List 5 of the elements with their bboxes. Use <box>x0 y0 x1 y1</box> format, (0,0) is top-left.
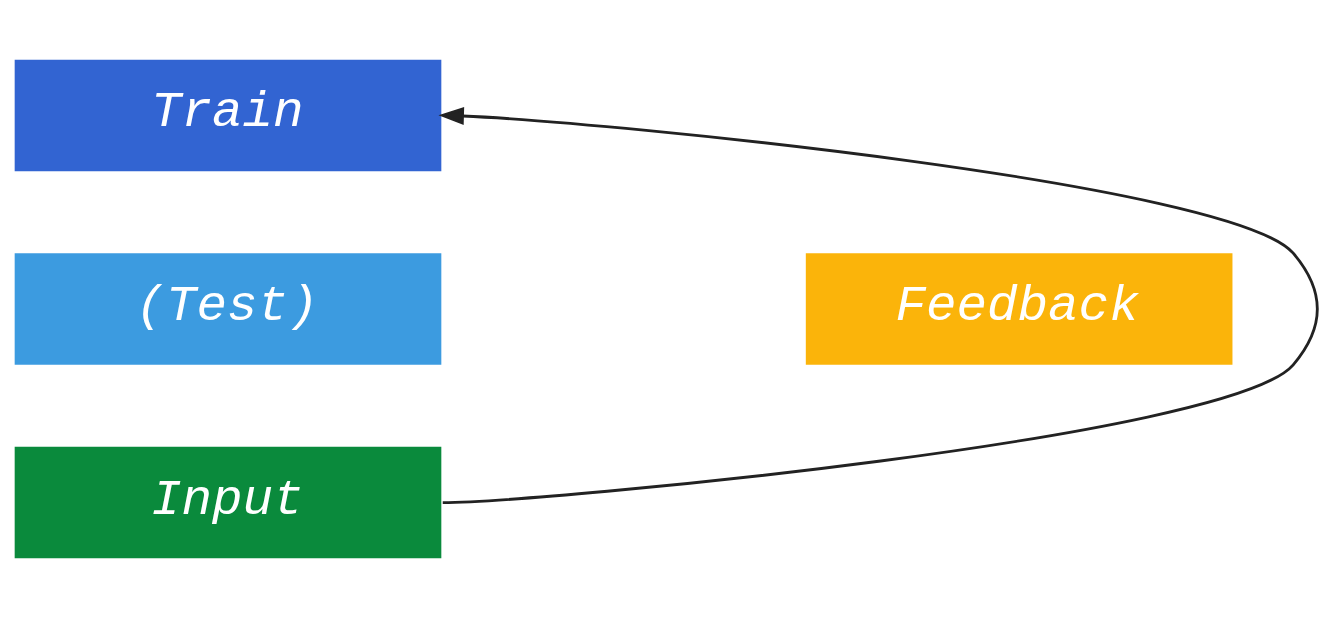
node-box: Input <box>14 446 442 558</box>
arrow <box>438 106 1319 504</box>
node-box: (Test) <box>14 252 442 365</box>
node-box: Train <box>14 59 442 171</box>
node-box: Feedback <box>805 252 1233 365</box>
